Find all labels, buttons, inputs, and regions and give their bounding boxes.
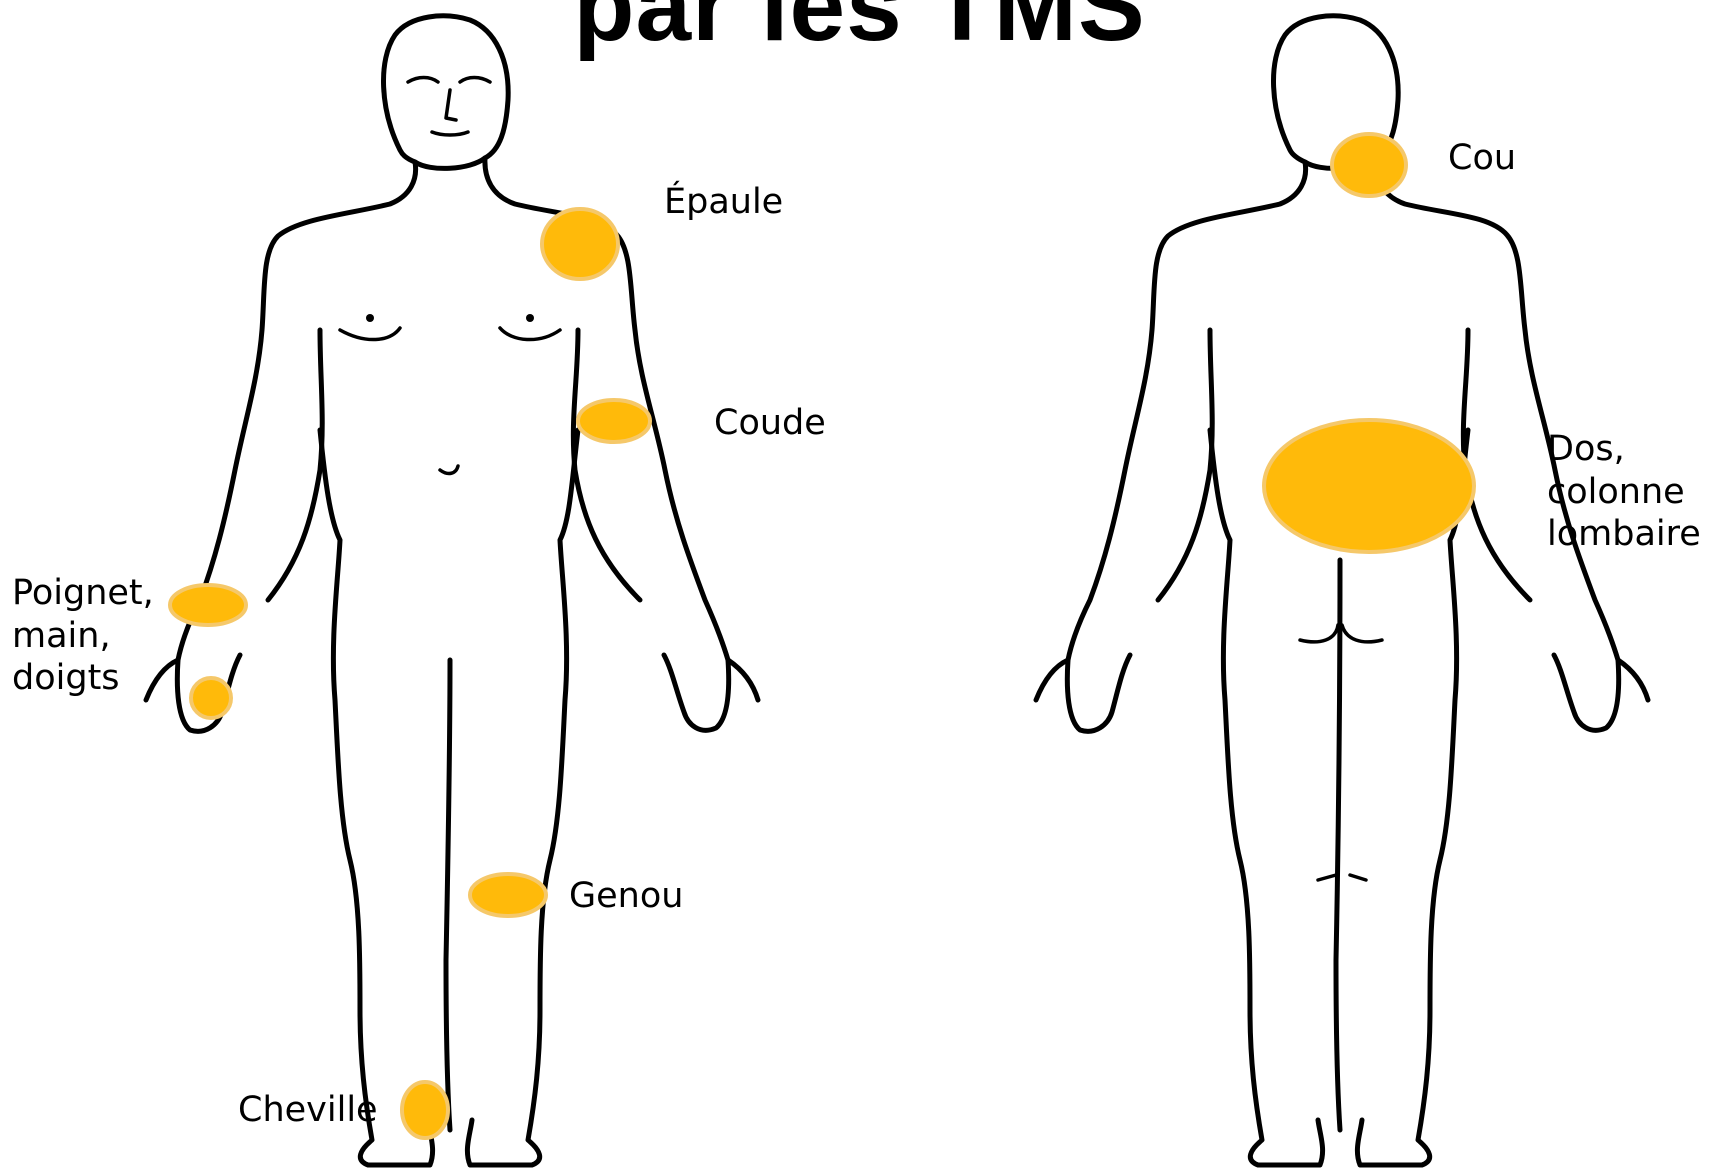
label-epaule: Épaule — [664, 181, 783, 224]
zone-doigts[interactable] — [191, 678, 231, 718]
front-face — [408, 78, 490, 136]
label-dos-line3: lombaire — [1547, 513, 1701, 556]
back-torso — [1068, 158, 1618, 660]
front-head — [384, 16, 509, 169]
label-poignet-line3: doigts — [12, 657, 154, 700]
label-dos-line1: Dos, — [1547, 428, 1701, 471]
zone-cou[interactable] — [1332, 134, 1406, 196]
front-chest — [340, 328, 560, 473]
label-poignet-line1: Poignet, — [12, 572, 154, 615]
label-coude: Coude — [714, 402, 826, 445]
zone-cheville[interactable] — [402, 1082, 448, 1138]
label-poignet-line2: main, — [12, 615, 154, 658]
zone-poignet[interactable] — [170, 585, 246, 625]
label-dos: Dos, colonne lombaire — [1547, 428, 1701, 556]
front-nipple-right — [526, 314, 534, 322]
zone-genou[interactable] — [470, 874, 546, 916]
zone-coude[interactable] — [578, 400, 650, 442]
front-nipple-left — [366, 314, 374, 322]
label-genou: Genou — [569, 875, 683, 918]
front-legs — [320, 430, 578, 1165]
zone-dos[interactable] — [1264, 420, 1474, 552]
label-cheville: Cheville — [238, 1089, 378, 1132]
label-cou: Cou — [1448, 137, 1516, 180]
zone-epaule[interactable] — [542, 209, 618, 279]
label-poignet: Poignet, main, doigts — [12, 572, 154, 700]
label-dos-line2: colonne — [1547, 471, 1701, 514]
